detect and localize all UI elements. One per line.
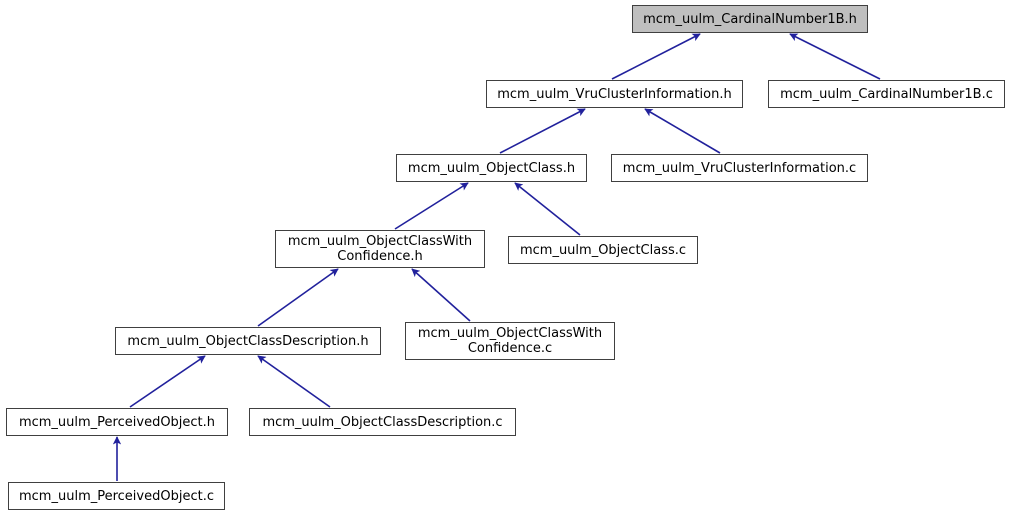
node-perceivedobject-h[interactable]: mcm_uulm_PerceivedObject.h	[6, 408, 228, 436]
edge-objectclasswithconfidence-h-to-objectclass-h	[394, 182, 469, 230]
node-label-objectclassdescription-c: mcm_uulm_ObjectClassDescription.c	[262, 414, 503, 430]
node-label-cardinalnumber1b-c: mcm_uulm_CardinalNumber1B.c	[780, 86, 993, 102]
node-label-cardinalnumber1b-h: mcm_uulm_CardinalNumber1B.h	[643, 11, 857, 27]
node-label-objectclassdescription-h: mcm_uulm_ObjectClassDescription.h	[127, 333, 369, 349]
node-objectclasswithconfidence-c[interactable]: mcm_uulm_ObjectClassWith Confidence.c	[405, 322, 615, 360]
edge-objectclasswithconfidence-c-to-objectclasswithconfidence-h	[411, 268, 471, 322]
node-cardinalnumber1b-c[interactable]: mcm_uulm_CardinalNumber1B.c	[768, 80, 1005, 108]
node-objectclassdescription-h[interactable]: mcm_uulm_ObjectClassDescription.h	[115, 327, 381, 355]
node-label-objectclasswithconfidence-c: mcm_uulm_ObjectClassWith Confidence.c	[417, 326, 603, 356]
node-label-objectclasswithconfidence-h: mcm_uulm_ObjectClassWith Confidence.h	[287, 234, 473, 264]
edge-vruclusterinformation-h-to-cardinalnumber1b-h	[611, 33, 701, 80]
node-label-perceivedobject-c: mcm_uulm_PerceivedObject.c	[19, 488, 214, 504]
node-objectclass-h[interactable]: mcm_uulm_ObjectClass.h	[396, 154, 587, 182]
node-label-vruclusterinformation-c: mcm_uulm_VruClusterInformation.c	[622, 160, 857, 176]
node-label-objectclass-c: mcm_uulm_ObjectClass.c	[519, 242, 687, 258]
node-cardinalnumber1b-h[interactable]: mcm_uulm_CardinalNumber1B.h	[632, 5, 868, 33]
edge-objectclassdescription-c-to-objectclassdescription-h	[257, 355, 331, 408]
edge-objectclassdescription-h-to-objectclasswithconfidence-h	[257, 268, 339, 327]
node-label-vruclusterinformation-h: mcm_uulm_VruClusterInformation.h	[497, 86, 732, 102]
node-objectclasswithconfidence-h[interactable]: mcm_uulm_ObjectClassWith Confidence.h	[275, 230, 485, 268]
node-vruclusterinformation-h[interactable]: mcm_uulm_VruClusterInformation.h	[486, 80, 743, 108]
edge-cardinalnumber1b-c-to-cardinalnumber1b-h	[789, 33, 881, 80]
edge-perceivedobject-h-to-objectclassdescription-h	[129, 355, 206, 408]
node-objectclass-c[interactable]: mcm_uulm_ObjectClass.c	[508, 236, 698, 264]
edge-objectclass-c-to-objectclass-h	[514, 182, 581, 236]
edge-objectclass-h-to-vruclusterinformation-h	[499, 108, 586, 154]
node-vruclusterinformation-c[interactable]: mcm_uulm_VruClusterInformation.c	[611, 154, 868, 182]
edge-vruclusterinformation-c-to-vruclusterinformation-h	[644, 108, 721, 154]
node-label-objectclass-h: mcm_uulm_ObjectClass.h	[407, 160, 576, 176]
node-label-perceivedobject-h: mcm_uulm_PerceivedObject.h	[18, 414, 216, 430]
node-perceivedobject-c[interactable]: mcm_uulm_PerceivedObject.c	[8, 482, 225, 510]
node-objectclassdescription-c[interactable]: mcm_uulm_ObjectClassDescription.c	[249, 408, 516, 436]
